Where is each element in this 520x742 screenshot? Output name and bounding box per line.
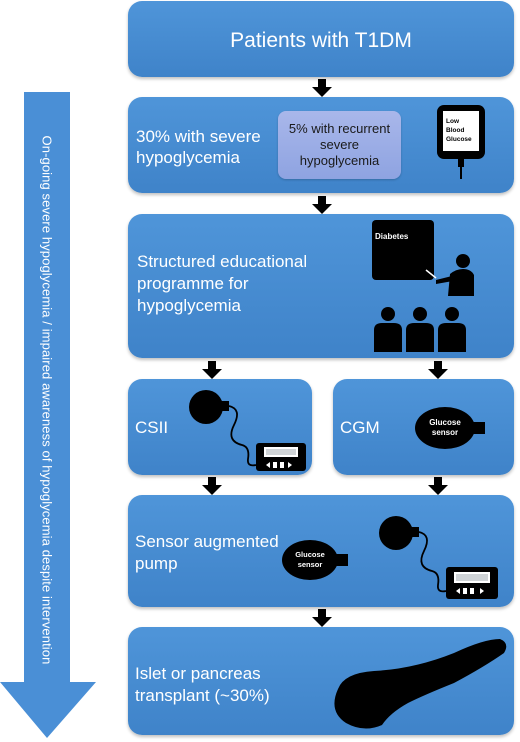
glucose-meter-icon: Low Blood Glucose <box>437 105 485 179</box>
recurrent-line1: 5% with recurrent <box>288 121 391 136</box>
education-label-line2: programme for <box>137 274 249 293</box>
arrow-2 <box>312 196 332 214</box>
transplant-label-line1: Islet or pancreas <box>135 664 261 683</box>
patients-box: Patients with T1DM <box>128 1 514 77</box>
audience-icon <box>374 307 466 352</box>
board-text: Diabetes <box>375 232 409 241</box>
sap-label-line1: Sensor augmented <box>135 532 279 551</box>
arrow-4b <box>428 477 448 495</box>
patients-label: Patients with T1DM <box>230 29 412 52</box>
meter-text-3: Glucose <box>446 136 472 143</box>
teacher-icon: Diabetes <box>372 220 474 296</box>
insulin-pump-icon <box>189 390 306 471</box>
arrow-4a <box>202 477 222 495</box>
recurrent-line3: hypoglycemia <box>299 153 380 168</box>
sensor-augmented-pump-box: Sensor augmented pump Glucose sensor <box>128 495 514 607</box>
severe-hypoglycemia-box: 30% with severe hypoglycemia 5% with rec… <box>128 97 514 193</box>
education-label-line1: Structured educational <box>137 252 308 271</box>
pancreas-icon <box>334 639 507 729</box>
recurrent-line2: severe <box>319 137 360 152</box>
sap-glucose-sensor-icon: Glucose sensor <box>282 540 348 580</box>
csii-box: CSII <box>128 379 312 475</box>
transplant-label-line2: transplant (~30%) <box>135 686 270 705</box>
csii-label: CSII <box>135 418 169 437</box>
glucose-sensor-icon: Glucose sensor <box>415 407 485 449</box>
meter-text-1: Low <box>446 118 460 125</box>
arrow-3b <box>428 361 448 379</box>
arrow-5 <box>312 609 332 627</box>
side-arrow <box>0 92 96 738</box>
sap-insulin-pump-icon <box>379 516 498 599</box>
sap-sensor-text-2: sensor <box>298 560 323 569</box>
cgm-sensor-text-1: Glucose <box>429 418 461 427</box>
severe-label-line2: hypoglycemia <box>136 148 240 167</box>
cgm-label: CGM <box>340 418 380 437</box>
education-label-line3: hypoglycemia <box>137 296 241 315</box>
cgm-box: CGM Glucose sensor <box>333 379 514 475</box>
education-box: Structured educational programme for hyp… <box>128 214 514 358</box>
cgm-sensor-text-2: sensor <box>432 428 458 437</box>
side-arrow-label: On-going severe hypoglycemia / impaired … <box>39 135 55 665</box>
recurrent-hypoglycemia-box: 5% with recurrent severe hypoglycemia <box>278 111 401 179</box>
transplant-box: Islet or pancreas transplant (~30%) <box>128 627 514 735</box>
arrow-1 <box>312 79 332 97</box>
sap-label-line2: pump <box>135 554 178 573</box>
severe-label-line1: 30% with severe <box>136 127 261 146</box>
sap-sensor-text-1: Glucose <box>295 550 325 559</box>
meter-text-2: Blood <box>446 127 464 134</box>
arrow-3a <box>202 361 222 379</box>
